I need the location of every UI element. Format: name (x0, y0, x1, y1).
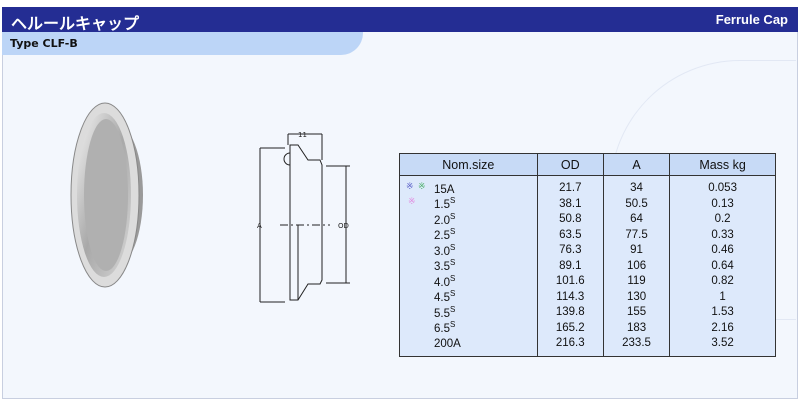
cell-a: 91 (602, 242, 671, 258)
nom-value: 2.5 (434, 229, 450, 242)
cell-mass: 2.16 (669, 319, 776, 336)
cell-nom-size: 6.5S (399, 319, 538, 336)
cell-mass: 0.33 (669, 226, 776, 243)
table-row: 4.0S 101.6 119 0.82 (399, 273, 776, 289)
cell-a: 233.5 (602, 335, 671, 357)
cell-mass: 0.82 (669, 273, 776, 289)
cell-od: 63.5 (536, 226, 604, 243)
cell-od: 89.1 (536, 257, 604, 274)
cell-a: 106 (602, 257, 671, 274)
cell-mass: 1 (669, 288, 776, 305)
col-nom-size: Nom.size (399, 153, 538, 176)
nom-value: 1.5 (434, 198, 450, 211)
cell-od: 21.7 (536, 175, 604, 196)
cell-mass: 0.64 (669, 257, 776, 274)
title-bar: ヘルールキャップ Ferrule Cap (2, 7, 798, 33)
cell-od: 139.8 (536, 304, 604, 320)
cell-od: 50.8 (536, 211, 604, 227)
nom-suffix: S (450, 227, 456, 237)
nom-value: 3.5 (434, 260, 450, 273)
nom-suffix: S (450, 196, 456, 206)
table-row: 200A 216.3 233.5 3.52 (399, 335, 776, 357)
cell-nom-size: 4.5S (399, 288, 538, 305)
nom-suffix: S (450, 273, 456, 283)
cell-od: 101.6 (536, 273, 604, 289)
cell-nom-size: 200A (399, 335, 538, 357)
green-mark-icon: ※ (418, 181, 426, 191)
nom-value: 4.5 (434, 291, 450, 304)
cell-a: 183 (602, 319, 671, 336)
nom-suffix: S (450, 211, 456, 221)
col-od: OD (536, 153, 604, 176)
table-row: ※ ※ 15A 21.7 34 0.053 (399, 175, 776, 196)
nom-suffix: S (450, 258, 456, 268)
title-jp: ヘルールキャップ (11, 14, 140, 33)
col-mass: Mass kg (669, 153, 776, 176)
nom-suffix: S (450, 242, 456, 252)
table-row: 4.5S 114.3 130 1 (399, 288, 776, 305)
table-row: 3.5S 89.1 106 0.64 (399, 257, 776, 274)
cell-a: 155 (602, 304, 671, 320)
cell-nom-size: ※ ※ 15A (399, 175, 538, 196)
cell-a: 64 (602, 211, 671, 227)
nom-value: 2.0 (434, 214, 450, 227)
cell-od: 216.3 (536, 335, 604, 357)
nom-suffix: S (450, 304, 456, 314)
cell-mass: 3.52 (669, 335, 776, 357)
table-row: 5.5S 139.8 155 1.53 (399, 304, 776, 320)
nom-value: 5.5 (434, 307, 450, 320)
table-row: 3.0S 76.3 91 0.46 (399, 242, 776, 258)
cell-a: 119 (602, 273, 671, 289)
type-label: Type CLF-B (10, 37, 78, 50)
nom-value: 3.0 (434, 245, 450, 258)
cell-mass: 0.13 (669, 195, 776, 212)
cross-section-drawing: 11 A OD (257, 131, 350, 303)
nom-value: 200A (434, 338, 461, 351)
pink-mark-icon: ※ (408, 196, 416, 207)
cell-a: 34 (602, 175, 671, 196)
cell-nom-size: 4.0S (399, 273, 538, 289)
cell-nom-size: 3.5S (399, 257, 538, 274)
product-photo (70, 102, 143, 288)
table-row: 6.5S 165.2 183 2.16 (399, 319, 776, 336)
cell-od: 38.1 (536, 195, 604, 212)
dim-width: 11 (298, 131, 307, 139)
col-a: A (602, 153, 671, 176)
spec-table: Nom.size OD A Mass kg ※※15A 21.7 34 0.05… (399, 153, 776, 358)
cell-nom-size: ※ 1.5S (399, 195, 538, 212)
cell-nom-size: 2.0S (399, 211, 538, 227)
cell-nom-size: 5.5S (399, 304, 538, 320)
cell-mass: 1.53 (669, 304, 776, 320)
cell-a: 130 (602, 288, 671, 305)
dim-od: OD (338, 222, 349, 230)
cell-od: 114.3 (536, 288, 604, 305)
table-row: 2.0S 50.8 64 0.2 (399, 211, 776, 227)
dim-a: A (257, 222, 262, 230)
nom-suffix: S (450, 320, 456, 330)
cell-od: 165.2 (536, 319, 604, 336)
cell-nom-size: 3.0S (399, 242, 538, 258)
nom-value: 6.5 (434, 322, 450, 335)
cell-mass: 0.46 (669, 242, 776, 258)
type-banner: Type CLF-B (2, 32, 363, 55)
blue-mark-icon: ※ (406, 181, 414, 191)
cell-a: 77.5 (602, 226, 671, 243)
cell-a: 50.5 (602, 195, 671, 212)
title-en: Ferrule Cap (715, 12, 788, 27)
table-row: 2.5S 63.5 77.5 0.33 (399, 226, 776, 243)
nom-suffix: S (450, 289, 456, 299)
cell-nom-size: 2.5S (399, 226, 538, 243)
cell-mass: 0.2 (669, 211, 776, 227)
cell-mass: 0.053 (669, 175, 776, 196)
nom-value: 4.0 (434, 276, 450, 289)
nom-value: 15A (434, 183, 455, 196)
cell-od: 76.3 (536, 242, 604, 258)
table-row: ※ 1.5S 38.1 50.5 0.13 (399, 195, 776, 212)
